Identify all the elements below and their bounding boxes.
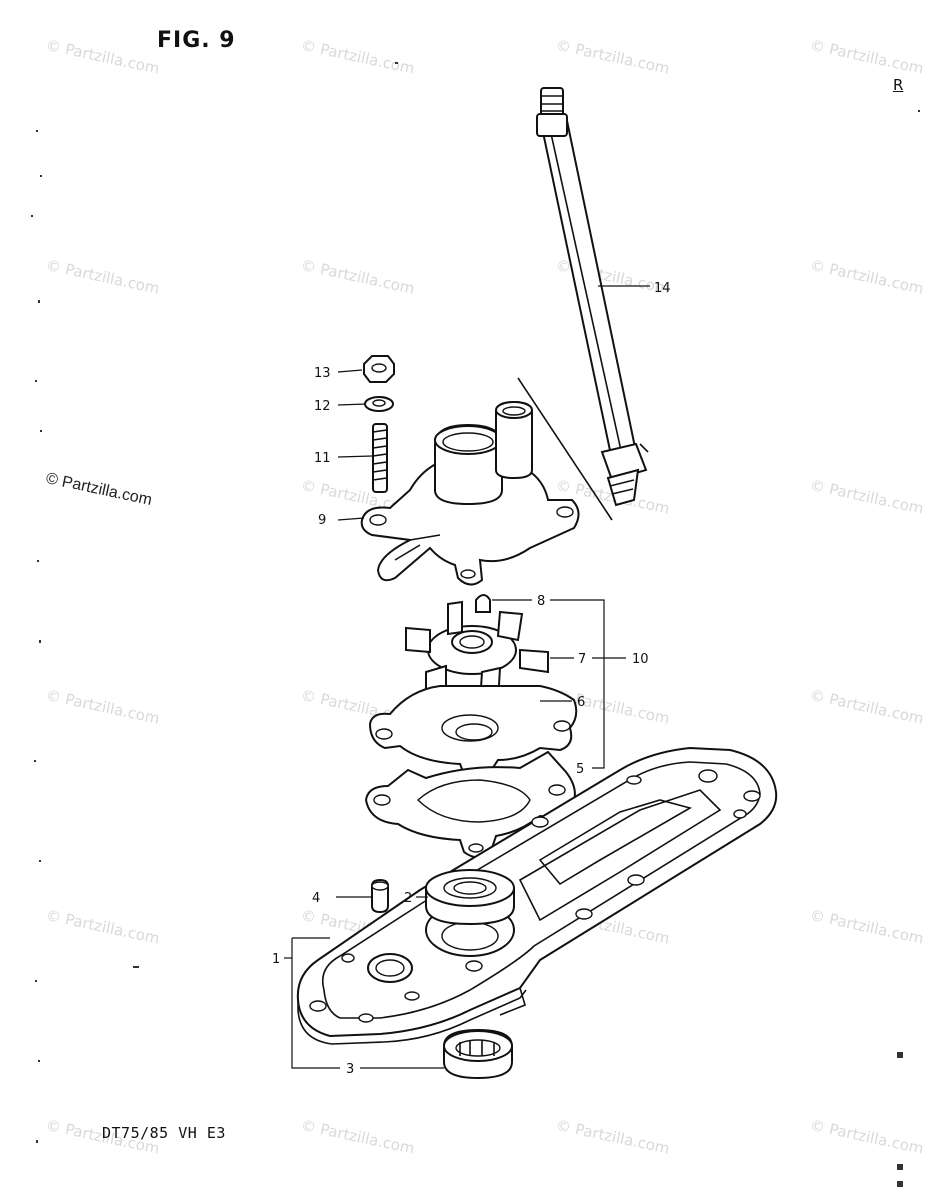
callout-4: 4	[312, 891, 320, 906]
callout-5: 5	[576, 762, 584, 777]
callout-2: 2	[404, 891, 412, 906]
callout-12: 12	[314, 399, 331, 414]
callout-1: 1	[272, 952, 280, 967]
part-9-pump-case	[360, 377, 613, 586]
callout-10: 10	[632, 652, 649, 667]
figure-title: FIG. 9	[157, 28, 236, 53]
callout-7: 7	[578, 652, 586, 667]
callout-14: 14	[654, 281, 671, 296]
part-11-stud	[372, 423, 388, 493]
part-3-bearing	[443, 1028, 513, 1080]
callout-13: 13	[314, 366, 331, 381]
callout-9: 9	[318, 513, 326, 528]
part-4-dowel-pin	[371, 878, 389, 914]
part-8-key	[475, 594, 491, 613]
part-7-impeller	[405, 600, 549, 706]
callout-6: 6	[577, 695, 585, 710]
part-14-hose	[536, 87, 649, 507]
callout-labels: 14 13 12 11 9 8 7 10 6 5 4 2 1 3	[272, 281, 671, 1077]
model-code: DT75/85 VH E3	[102, 1124, 226, 1142]
part-6-pump-plate	[368, 685, 578, 781]
part-12-washer	[364, 396, 394, 412]
part-5-gasket	[364, 750, 576, 859]
corner-mark: R	[893, 76, 904, 94]
part-2-oil-seal	[425, 869, 515, 926]
callout-11: 11	[314, 451, 331, 466]
scan-specks	[31, 62, 920, 1187]
callout-3: 3	[346, 1062, 354, 1077]
leader-lines	[284, 285, 650, 1069]
callout-8: 8	[537, 594, 545, 609]
part-13-nut	[363, 355, 395, 383]
